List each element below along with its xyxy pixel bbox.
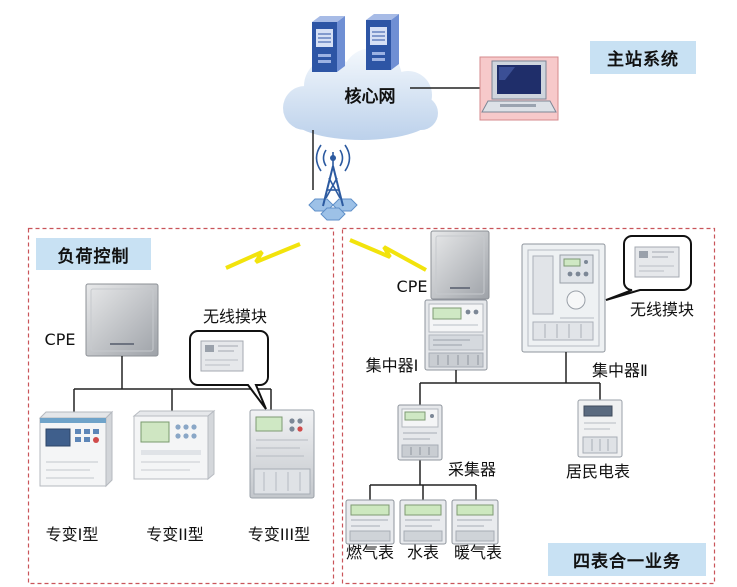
concentrator-ii-label: 集中器Ⅱ [592,361,648,380]
heat-meter-label: 暖气表 [453,543,503,562]
wireless-module-icon [634,246,680,278]
resident-meter-device [577,399,623,458]
hex-base-icon [308,198,358,221]
master-station-badge: 主站系统 [590,41,696,74]
left-wireless-module-callout [189,330,269,410]
type-iii-label: 专变III型 [247,525,311,544]
water-meter-device [399,499,447,545]
load-control-frame [27,227,335,585]
left-cpe-device [85,283,159,357]
master-station-computer-icon [479,56,559,121]
core-network-cloud-icon [283,48,438,140]
left-wireless-module-label: 无线摸块 [202,307,268,326]
load-control-links [73,356,272,413]
four-meter-links [369,352,601,500]
gas-meter-device [345,499,395,545]
right-cpe-label: CPE [396,277,428,296]
server-icon [366,14,399,70]
lightning-right-icon [349,238,427,272]
right-wireless-module-callout [605,235,692,301]
lightning-left-icon [225,242,301,270]
left-cpe-label: CPE [44,330,76,349]
four-meter-frame [341,227,716,585]
type-ii-label: 专变II型 [146,525,204,544]
server-icon [312,16,345,72]
concentrator-i-label: 集中器I [365,356,419,375]
type-ii-terminal-device [132,409,216,481]
type-iii-terminal-device [249,409,315,499]
resident-meter-label: 居民电表 [565,462,631,481]
concentrator-i-device [424,299,488,371]
gas-meter-label: 燃气表 [345,543,395,562]
core-network-label: 核心网 [344,87,396,107]
four-meter-service-badge: 四表合一业务 [548,543,706,576]
heat-meter-device [451,499,499,545]
wireless-module-icon [200,340,244,372]
load-control-badge: 负荷控制 [36,238,151,270]
wireless-tower-icon [308,144,358,221]
right-wireless-module-label: 无线摸块 [629,300,695,319]
collector-label: 采集器 [447,460,497,479]
collector-device [397,404,443,461]
right-cpe-device [430,230,490,300]
type-i-label: 专变I型 [45,525,99,544]
concentrator-ii-device [521,243,606,353]
type-i-terminal-device [38,410,114,488]
water-meter-label: 水表 [406,543,440,562]
